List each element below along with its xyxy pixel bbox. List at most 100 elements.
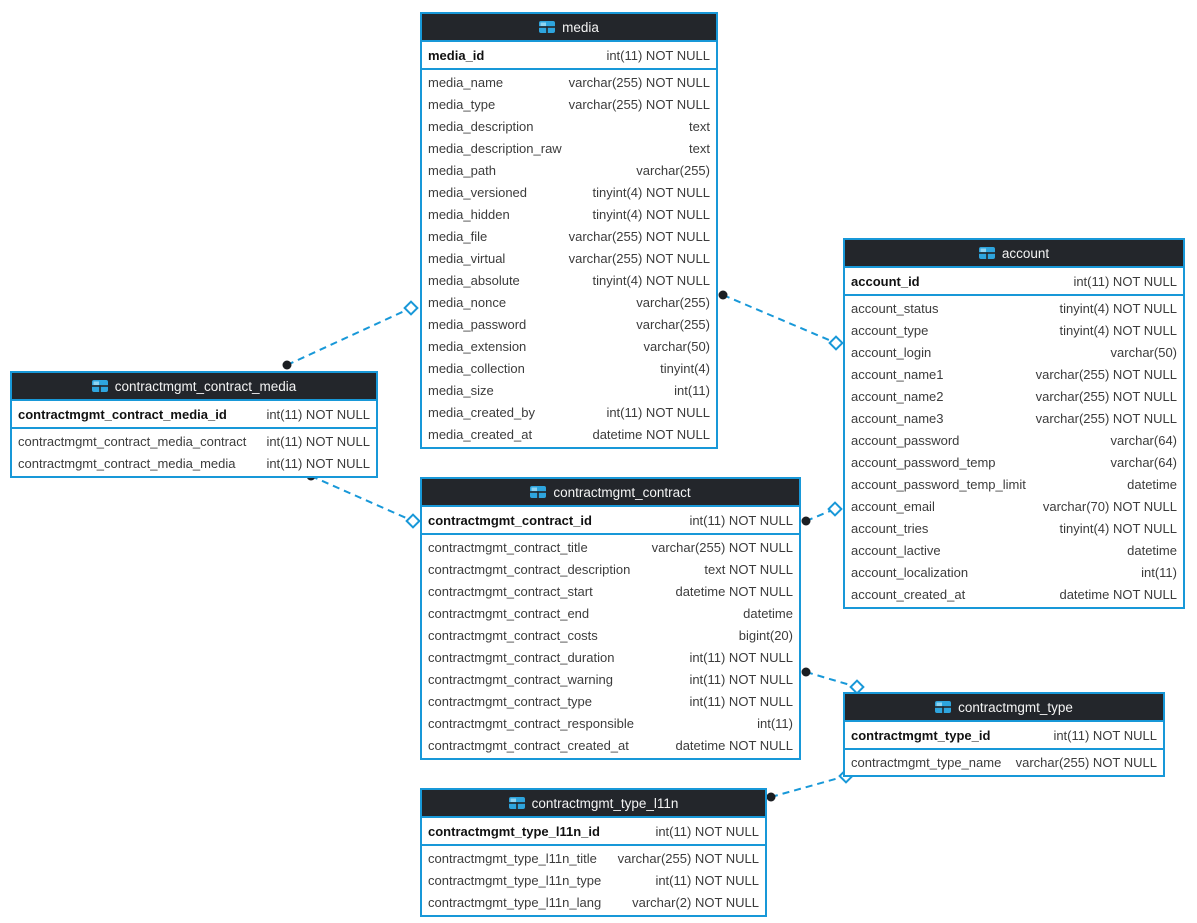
- relation-source-dot: [801, 516, 811, 526]
- relation-media-account[interactable]: [722, 294, 837, 344]
- table-header-contractmgmt-contract[interactable]: contractmgmt_contract: [422, 479, 799, 507]
- table-icon: [91, 380, 108, 392]
- relation-contractmgmt_type_l11n-contractmgmt_type[interactable]: [770, 775, 847, 798]
- primary-key-row[interactable]: contractmgmt_type_id int(11) NOT NULL: [845, 722, 1163, 750]
- column-name: contractmgmt_contract_created_at: [428, 737, 629, 753]
- table-header-media[interactable]: media: [422, 14, 716, 42]
- table-icon: [978, 247, 995, 259]
- table-account[interactable]: account account_id int(11) NOT NULL acco…: [843, 238, 1185, 609]
- column-type: tinyint(4) NOT NULL: [592, 272, 710, 288]
- relation-contractmgmt_contract-contractmgmt_type[interactable]: [805, 671, 858, 688]
- column-type: varchar(255) NOT NULL: [568, 250, 710, 266]
- column-name: media_size: [428, 382, 494, 398]
- column-name: media_file: [428, 228, 488, 244]
- relation-source-dot: [801, 667, 811, 677]
- relation-contractmgmt_contract_media-media[interactable]: [286, 307, 412, 366]
- column-type: tinyint(4): [660, 360, 710, 376]
- table-header-contractmgmt-type-l11n[interactable]: contractmgmt_type_l11n: [422, 790, 765, 818]
- relation-target-diamond: [405, 513, 421, 529]
- column-type: bigint(20): [738, 627, 793, 643]
- column-type: int(11): [1141, 564, 1177, 580]
- primary-key-row[interactable]: account_id int(11) NOT NULL: [845, 268, 1183, 296]
- table-contractmgmt-contract[interactable]: contractmgmt_contract contractmgmt_contr…: [420, 477, 801, 760]
- table-contractmgmt-contract-media[interactable]: contractmgmt_contract_media contractmgmt…: [10, 371, 378, 478]
- relation-contractmgmt_contract_media-contractmgmt_contract[interactable]: [310, 475, 414, 522]
- table-header-account[interactable]: account: [845, 240, 1183, 268]
- column-name: media_password: [428, 316, 527, 332]
- column-name: media_nonce: [428, 294, 507, 310]
- table-header-contractmgmt-type[interactable]: contractmgmt_type: [845, 694, 1163, 722]
- table-title: contractmgmt_contract: [553, 484, 691, 500]
- table-media[interactable]: media media_id int(11) NOT NULL media_na…: [420, 12, 718, 449]
- pk-field-type: int(11) NOT NULL: [1053, 727, 1157, 743]
- column-name: account_status: [851, 300, 939, 316]
- primary-key-row[interactable]: contractmgmt_type_l11n_id int(11) NOT NU…: [422, 818, 765, 846]
- table-contractmgmt-type[interactable]: contractmgmt_type contractmgmt_type_id i…: [843, 692, 1165, 777]
- table-header-contractmgmt-contract-media[interactable]: contractmgmt_contract_media: [12, 373, 376, 401]
- column-type: int(11) NOT NULL: [606, 404, 710, 420]
- relation-contractmgmt_contract-account[interactable]: [805, 508, 836, 522]
- primary-key-row[interactable]: contractmgmt_contract_media_id int(11) N…: [12, 401, 376, 429]
- column-type: datetime NOT NULL: [1059, 586, 1177, 602]
- table-contractmgmt-type-l11n[interactable]: contractmgmt_type_l11n contractmgmt_type…: [420, 788, 767, 917]
- column-name: contractmgmt_type_l11n_lang: [428, 894, 602, 910]
- column-name: account_name1: [851, 366, 944, 382]
- column-type: tinyint(4) NOT NULL: [1059, 520, 1177, 536]
- primary-key-row[interactable]: media_id int(11) NOT NULL: [422, 42, 716, 70]
- table-title: account: [1001, 245, 1050, 261]
- column-type: varchar(255) NOT NULL: [568, 74, 710, 90]
- primary-key-row[interactable]: contractmgmt_contract_id int(11) NOT NUL…: [422, 507, 799, 535]
- column-row[interactable]: media_password varchar(255): [422, 313, 716, 335]
- column-type: varchar(255): [636, 316, 710, 332]
